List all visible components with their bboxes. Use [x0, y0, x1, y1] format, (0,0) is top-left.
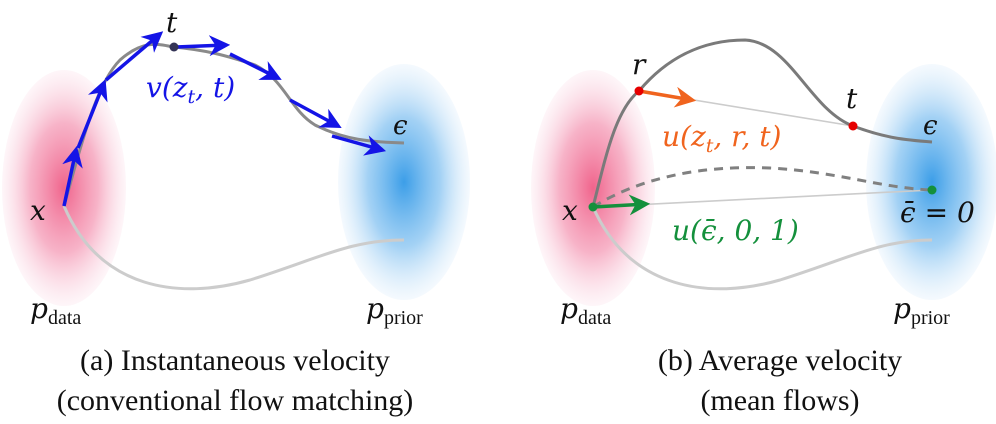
velocity-arrow-6	[289, 98, 342, 129]
label-t-b: t	[846, 82, 858, 115]
velocity-arrow-5	[229, 52, 282, 80]
point-r	[634, 86, 644, 96]
label-epsilon-b: ϵ	[923, 111, 938, 141]
velocity-arrow-4	[175, 35, 231, 57]
point-t-b	[848, 121, 858, 131]
velocity-arrow-3	[104, 31, 164, 82]
point-x-b	[588, 202, 598, 212]
caption-b-line1: (b) Average velocity	[658, 344, 902, 377]
velocity-arrow-2	[76, 79, 108, 149]
label-x-a: x	[30, 194, 46, 227]
velocity-arrow-1	[62, 145, 83, 207]
panel-b: x r t ϵ ϵ̄ = 0 u(zt, r, t) u(ϵ̄, 0, 1) p…	[531, 38, 996, 417]
prior-distribution-b	[866, 64, 996, 300]
caption-a-line1: (a) Instantaneous velocity	[80, 344, 390, 377]
label-velocity-a: v(zt, t)	[146, 71, 235, 108]
point-t-a	[169, 42, 179, 52]
caption-b-line2: (mean flows)	[700, 384, 859, 417]
lower-trajectory-b	[591, 206, 933, 291]
label-u-orange: u(zt, r, t)	[662, 120, 781, 157]
dashed-trajectory-b	[592, 166, 933, 209]
label-x-b: x	[562, 194, 578, 227]
label-epsbar: ϵ̄ = 0	[900, 196, 975, 229]
label-t-a: t	[166, 6, 178, 39]
label-u-green: u(ϵ̄, 0, 1)	[672, 214, 799, 247]
caption-a-line2: (conventional flow matching)	[57, 384, 414, 417]
average-velocity-arrow-green	[592, 194, 651, 216]
data-distribution-b	[531, 70, 655, 306]
average-velocity-arrow-orange	[638, 86, 697, 108]
label-epsilon-a: ϵ	[393, 111, 408, 141]
velocity-arrow-7	[331, 134, 387, 156]
label-p-data-b: pdata	[560, 292, 611, 329]
label-p-prior-b: pprior	[893, 292, 950, 329]
velocity-arrows-a	[62, 31, 387, 207]
label-r: r	[632, 48, 647, 81]
point-epsbar	[927, 185, 937, 195]
data-distribution-a	[2, 70, 126, 306]
label-p-data-a: pdata	[30, 292, 81, 329]
prior-distribution-a	[338, 64, 470, 300]
panel-a: x t ϵ v(zt, t) pdata pprior (a) Instanta…	[2, 6, 470, 417]
main-trajectory-b	[591, 38, 933, 208]
lower-trajectory-a	[62, 205, 405, 291]
label-p-prior-a: pprior	[366, 292, 423, 329]
